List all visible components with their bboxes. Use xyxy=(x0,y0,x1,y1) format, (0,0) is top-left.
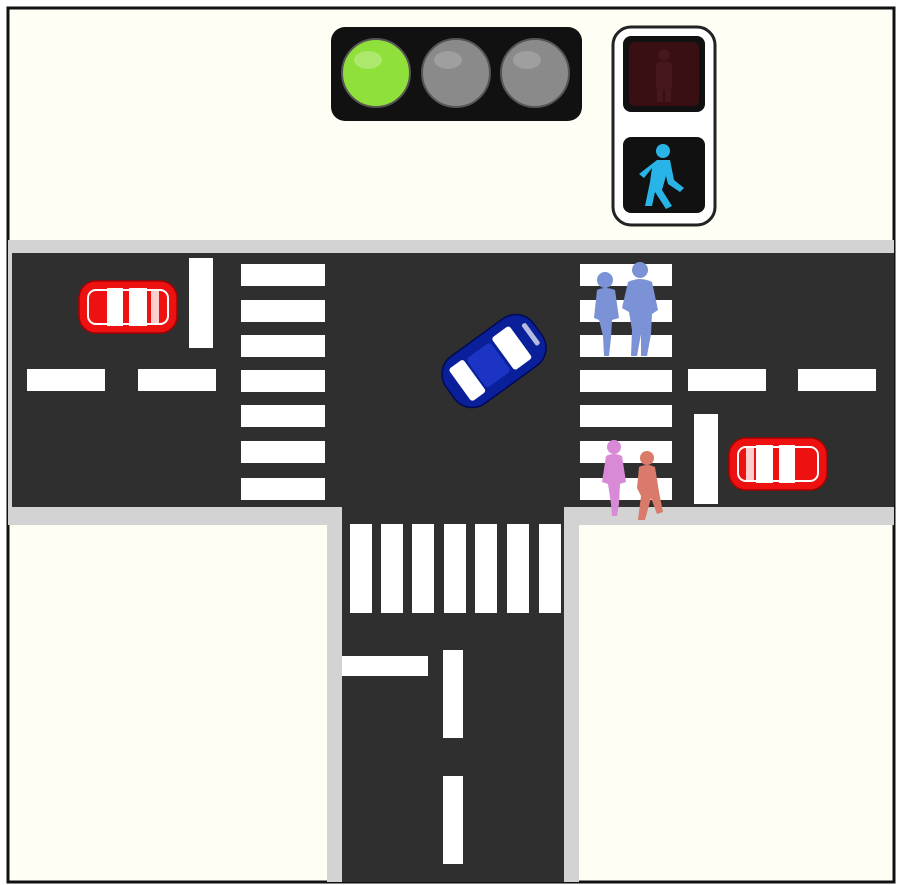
lamp-highlight xyxy=(513,51,541,69)
red-car-right-icon xyxy=(729,438,827,490)
green-lamp-icon xyxy=(342,39,410,107)
traffic-light xyxy=(331,27,582,121)
lane-dash xyxy=(798,369,876,391)
crosswalk-stripe xyxy=(241,335,325,357)
lane-dash-vertical xyxy=(443,650,463,738)
crosswalk-stripe xyxy=(539,524,561,613)
lane-dash xyxy=(27,369,105,391)
crosswalk-stripe xyxy=(241,478,325,500)
crosswalk-stripe xyxy=(580,264,672,286)
crosswalk-stripe xyxy=(241,300,325,322)
crosswalk-stripe xyxy=(241,441,325,463)
crosswalk-stripe xyxy=(580,441,672,463)
lamp-highlight xyxy=(354,51,382,69)
yellow-lamp-icon xyxy=(422,39,490,107)
red-lamp-icon xyxy=(501,39,569,107)
crosswalk-stripe xyxy=(580,405,672,427)
crosswalk-stripe xyxy=(580,370,672,392)
crosswalk-stripe xyxy=(444,524,466,613)
stop-line-left xyxy=(189,258,213,348)
crosswalk-stripe xyxy=(241,264,325,286)
red-car-left-icon xyxy=(79,281,177,333)
crosswalk-stripe xyxy=(381,524,403,613)
crosswalk-stripe xyxy=(580,335,672,357)
crosswalk-stripe xyxy=(475,524,497,613)
lamp-highlight xyxy=(434,51,462,69)
crosswalk-stripe xyxy=(241,405,325,427)
crosswalk-stripe xyxy=(507,524,529,613)
lane-dash xyxy=(688,369,766,391)
pedestrian-signal xyxy=(613,27,715,225)
crosswalk-stripe xyxy=(412,524,434,613)
crosswalk-stripe xyxy=(241,370,325,392)
crosswalk-stripe xyxy=(350,524,372,613)
stop-line-bottom xyxy=(342,656,428,676)
stop-line-right xyxy=(694,414,718,504)
lane-dash xyxy=(138,369,216,391)
lane-dash-vertical xyxy=(443,776,463,864)
